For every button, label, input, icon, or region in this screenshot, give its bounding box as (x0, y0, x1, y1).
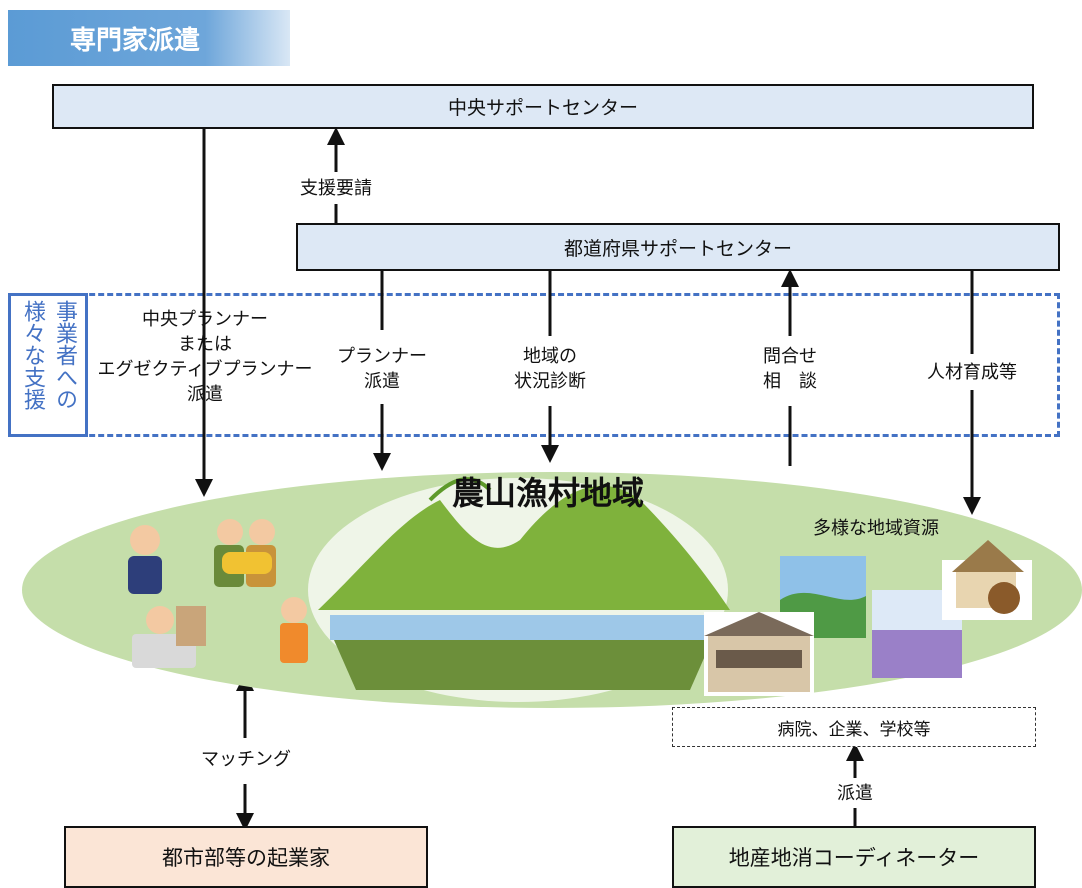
landscape-image (308, 477, 730, 702)
label-central-planner-line2: または (178, 334, 232, 355)
hospitals-label: 病院、企業、学校等 (777, 719, 931, 740)
entrepreneurs-box: 都市部等の起業家 (64, 826, 428, 888)
central-support-center-box: 中央サポートセンター (52, 84, 1034, 129)
label-support-request-text: 支援要請 (300, 178, 372, 199)
entrepreneurs-label: 都市部等の起業家 (162, 846, 330, 870)
label-diagnosis-line2: 状況診断 (514, 371, 586, 392)
label-central-planner-line3: エグゼクティブプランナー (97, 359, 313, 380)
coordinator-label: 地産地消コーディネーター (728, 846, 980, 870)
label-inquiry-line1: 問合せ (763, 346, 817, 367)
central-support-center-label: 中央サポートセンター (447, 97, 638, 119)
label-inquiry: 問合せ 相 談 (740, 344, 840, 394)
hospitals-box: 病院、企業、学校等 (672, 707, 1036, 747)
label-training: 人材育成等 (908, 360, 1036, 385)
label-support-request: 支援要請 (282, 176, 390, 201)
prefectural-support-center-box: 都道府県サポートセンター (296, 223, 1060, 271)
label-central-planner-line4: 派遣 (187, 384, 223, 405)
label-planner-dispatch: プランナー 派遣 (326, 344, 438, 394)
label-diagnosis: 地域の 状況診断 (494, 344, 606, 394)
coordinator-box: 地産地消コーディネーター (672, 826, 1036, 888)
label-dispatch-text: 派遣 (837, 783, 873, 804)
label-training-text: 人材育成等 (927, 362, 1017, 383)
label-inquiry-line2: 相 談 (763, 371, 817, 392)
side-label-col-1: 様々な支援 (20, 300, 45, 410)
label-central-planner: 中央プランナー または エグゼクティブプランナー 派遣 (92, 307, 318, 407)
people-illustrations (128, 519, 308, 668)
side-label-box: 様々な支援 事業者への (8, 293, 88, 437)
resources-label: 多様な地域資源 (813, 518, 939, 539)
prefectural-support-center-label: 都道府県サポートセンター (563, 237, 792, 260)
side-label-col-2: 事業者への (52, 300, 77, 410)
label-central-planner-line1: 中央プランナー (142, 309, 268, 330)
title-banner: 専門家派遣 (8, 10, 290, 66)
label-matching: マッチング (184, 747, 308, 772)
region-title: 農山漁村地域 (451, 474, 644, 512)
label-diagnosis-line1: 地域の (523, 346, 577, 367)
resource-images (704, 540, 1032, 696)
label-matching-text: マッチング (201, 749, 291, 770)
label-dispatch: 派遣 (815, 781, 895, 806)
label-planner-dispatch-line2: 派遣 (364, 371, 400, 392)
label-planner-dispatch-line1: プランナー (337, 346, 427, 367)
title-text: 専門家派遣 (70, 25, 201, 56)
